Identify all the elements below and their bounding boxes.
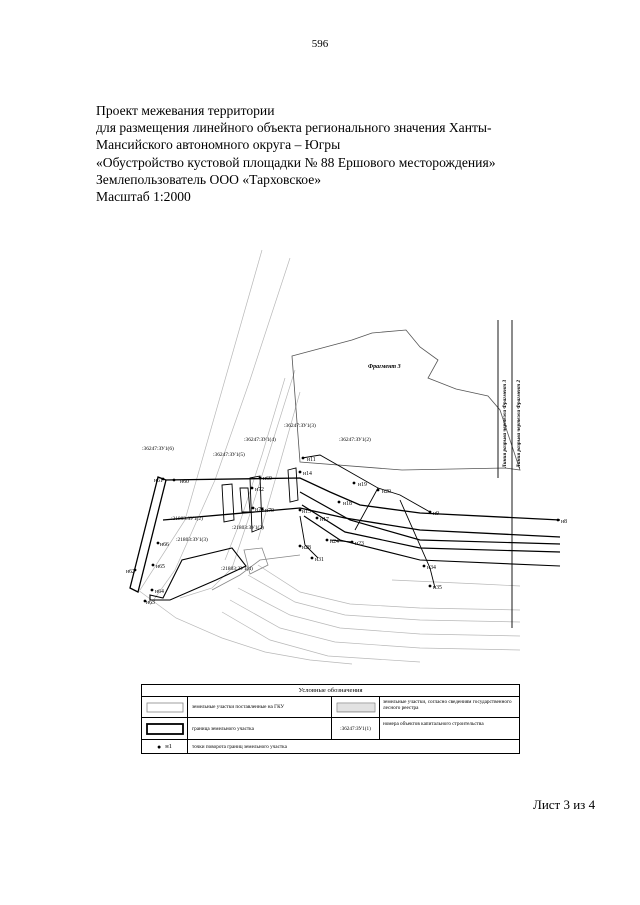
branch-n11-n19 [301, 454, 379, 531]
title-line-4: «Обустройство кустовой площадки № 88 Ерш… [96, 154, 496, 170]
point-label: н70 [265, 508, 274, 514]
legend-symbol-cell [332, 697, 380, 717]
legend-symbol-cell [142, 718, 188, 739]
point-label: н18 [343, 501, 352, 507]
branch-n34-n35 [399, 499, 436, 589]
branch-n20-n9 [377, 487, 431, 513]
title-block: Проект межевания территории для размещен… [96, 102, 616, 205]
point-label: н17 [320, 517, 329, 523]
point-labels: н61 н60 н11 н14 н19 н20 н18 н9 н8 н17 н1… [126, 457, 567, 606]
legend-text: земельные участки, согласно сведениям го… [383, 699, 512, 711]
point-label: н74 [255, 507, 264, 513]
page-number: 596 [311, 38, 329, 50]
parcel-label: :36247:ЗУ1(4) [244, 436, 276, 443]
title-line-1: Проект межевания территории [96, 103, 275, 118]
legend-row-parcel-boundary: граница земельного участка :36247:ЗУ1(1)… [142, 718, 519, 740]
title-line-5: Землепользователь ООО «Тарховское» [96, 171, 322, 187]
legend-text: граница земельного участка [192, 718, 332, 739]
point-label: н34 [427, 565, 436, 571]
scale-line: Масштаб 1:2000 [96, 189, 191, 205]
legend-text: номера объектов капитального строительст… [383, 721, 484, 727]
point-label: н69 [263, 476, 272, 482]
legend-text: точки поворота границ земельного участка [192, 744, 287, 750]
break-line-fragment-3-label: Линия разрыва чертежа Фрагмент 3 [502, 379, 508, 469]
title-line-2: для размещения линейного объекта региона… [96, 120, 492, 136]
main-corridor-upper [164, 477, 561, 521]
corridor-line-5 [303, 515, 561, 567]
turning-point-sample: н1 [165, 743, 172, 750]
point-label: н62 [126, 569, 135, 575]
parcel-21803-zu1-3 [149, 547, 247, 601]
point-label: н19 [358, 482, 367, 488]
parcel-36247-zu1-4 [249, 475, 263, 533]
legend-text: земельные участки поставленные на ГКУ [192, 697, 332, 717]
parcel-boundary-swatch [145, 722, 184, 735]
point-label: н72 [255, 487, 264, 493]
turning-point-icon: ● [157, 743, 162, 751]
parcel-label: :21803:ЗУ1(2) [171, 515, 203, 522]
parcel-label: :21803:ЗУ1(3) [176, 536, 208, 543]
point-label: н11 [307, 457, 316, 463]
parcel-zu1-2-small [239, 487, 251, 513]
parcel-36247-zu1-5 [221, 483, 235, 523]
parcel-boundaries [129, 454, 561, 601]
fragment-3-label: Фрагмент 3 [368, 364, 401, 370]
point-label: н23 [355, 541, 364, 547]
legend-row-turning-points: ● н1 точки поворота границ земельного уч… [142, 740, 519, 754]
point-label: н61 [154, 478, 163, 484]
point-label: н8 [561, 519, 567, 525]
turning-points [133, 456, 560, 603]
point-label: н60 [180, 479, 189, 485]
parcel-label: :21803:ЗУ1(3) [232, 524, 264, 531]
road-outline [211, 547, 301, 591]
point-label: н63 [146, 600, 155, 606]
point-label: н20 [382, 489, 391, 495]
parcel-label: :21803:ЗУ1(4) [221, 565, 253, 572]
point-label: н66 [160, 542, 169, 548]
parcel-zu1-6 [129, 476, 167, 593]
point-label: н28 [302, 545, 311, 551]
parcel-36247-zu1-3 [287, 467, 299, 503]
background-contours [137, 249, 521, 665]
legend: Условные обозначения земельные участки п… [141, 684, 520, 754]
forest-registry-swatch [336, 702, 375, 712]
point-label: н64 [155, 589, 164, 595]
main-corridor-lower [162, 507, 561, 538]
link-n15-n28 [299, 515, 319, 559]
legend-symbol-cell [142, 697, 188, 717]
parcel-label: :36247:ЗУ1(6) [142, 445, 174, 452]
point-label: н35 [433, 585, 442, 591]
survey-map: Фрагмент 3 Линия разрыва чертежа Фрагмен… [126, 249, 567, 665]
fragment-3-outline [291, 329, 521, 471]
point-label: н24 [330, 539, 339, 545]
parcel-label: :36247:ЗУ1(3) [284, 422, 316, 429]
parcel-label: :36247:ЗУ1(2) [339, 436, 371, 443]
object-number-sample: :36247:ЗУ1(1) [332, 718, 380, 739]
point-label: н65 [156, 564, 165, 570]
sheet-number: Лист 3 из 4 [533, 797, 596, 812]
point-label: н9 [433, 511, 439, 517]
corridor-line-4 [301, 504, 561, 553]
break-line-fragment-2-label: Линия разрыва чертежа Фрагмент 2 [516, 379, 522, 469]
legend-symbol-cell: ● н1 [142, 740, 188, 754]
legend-header: Условные обозначения [142, 685, 519, 697]
point-label: н15 [302, 509, 311, 515]
point-label: н14 [303, 471, 312, 477]
parcel-label: :36247:ЗУ1(5) [213, 451, 245, 458]
legend-row-registered-parcels: земельные участки поставленные на ГКУ зе… [142, 697, 519, 718]
title-line-3: Мансийского автономного округа – Югры [96, 137, 341, 153]
point-label: н31 [315, 557, 324, 563]
registered-parcel-swatch [146, 702, 183, 712]
corridor-line-3 [299, 491, 561, 545]
link-n24-n23 [329, 539, 353, 543]
parcel-labels: :36247:ЗУ1(6) :36247:ЗУ1(5) :36247:ЗУ1(4… [142, 422, 371, 572]
